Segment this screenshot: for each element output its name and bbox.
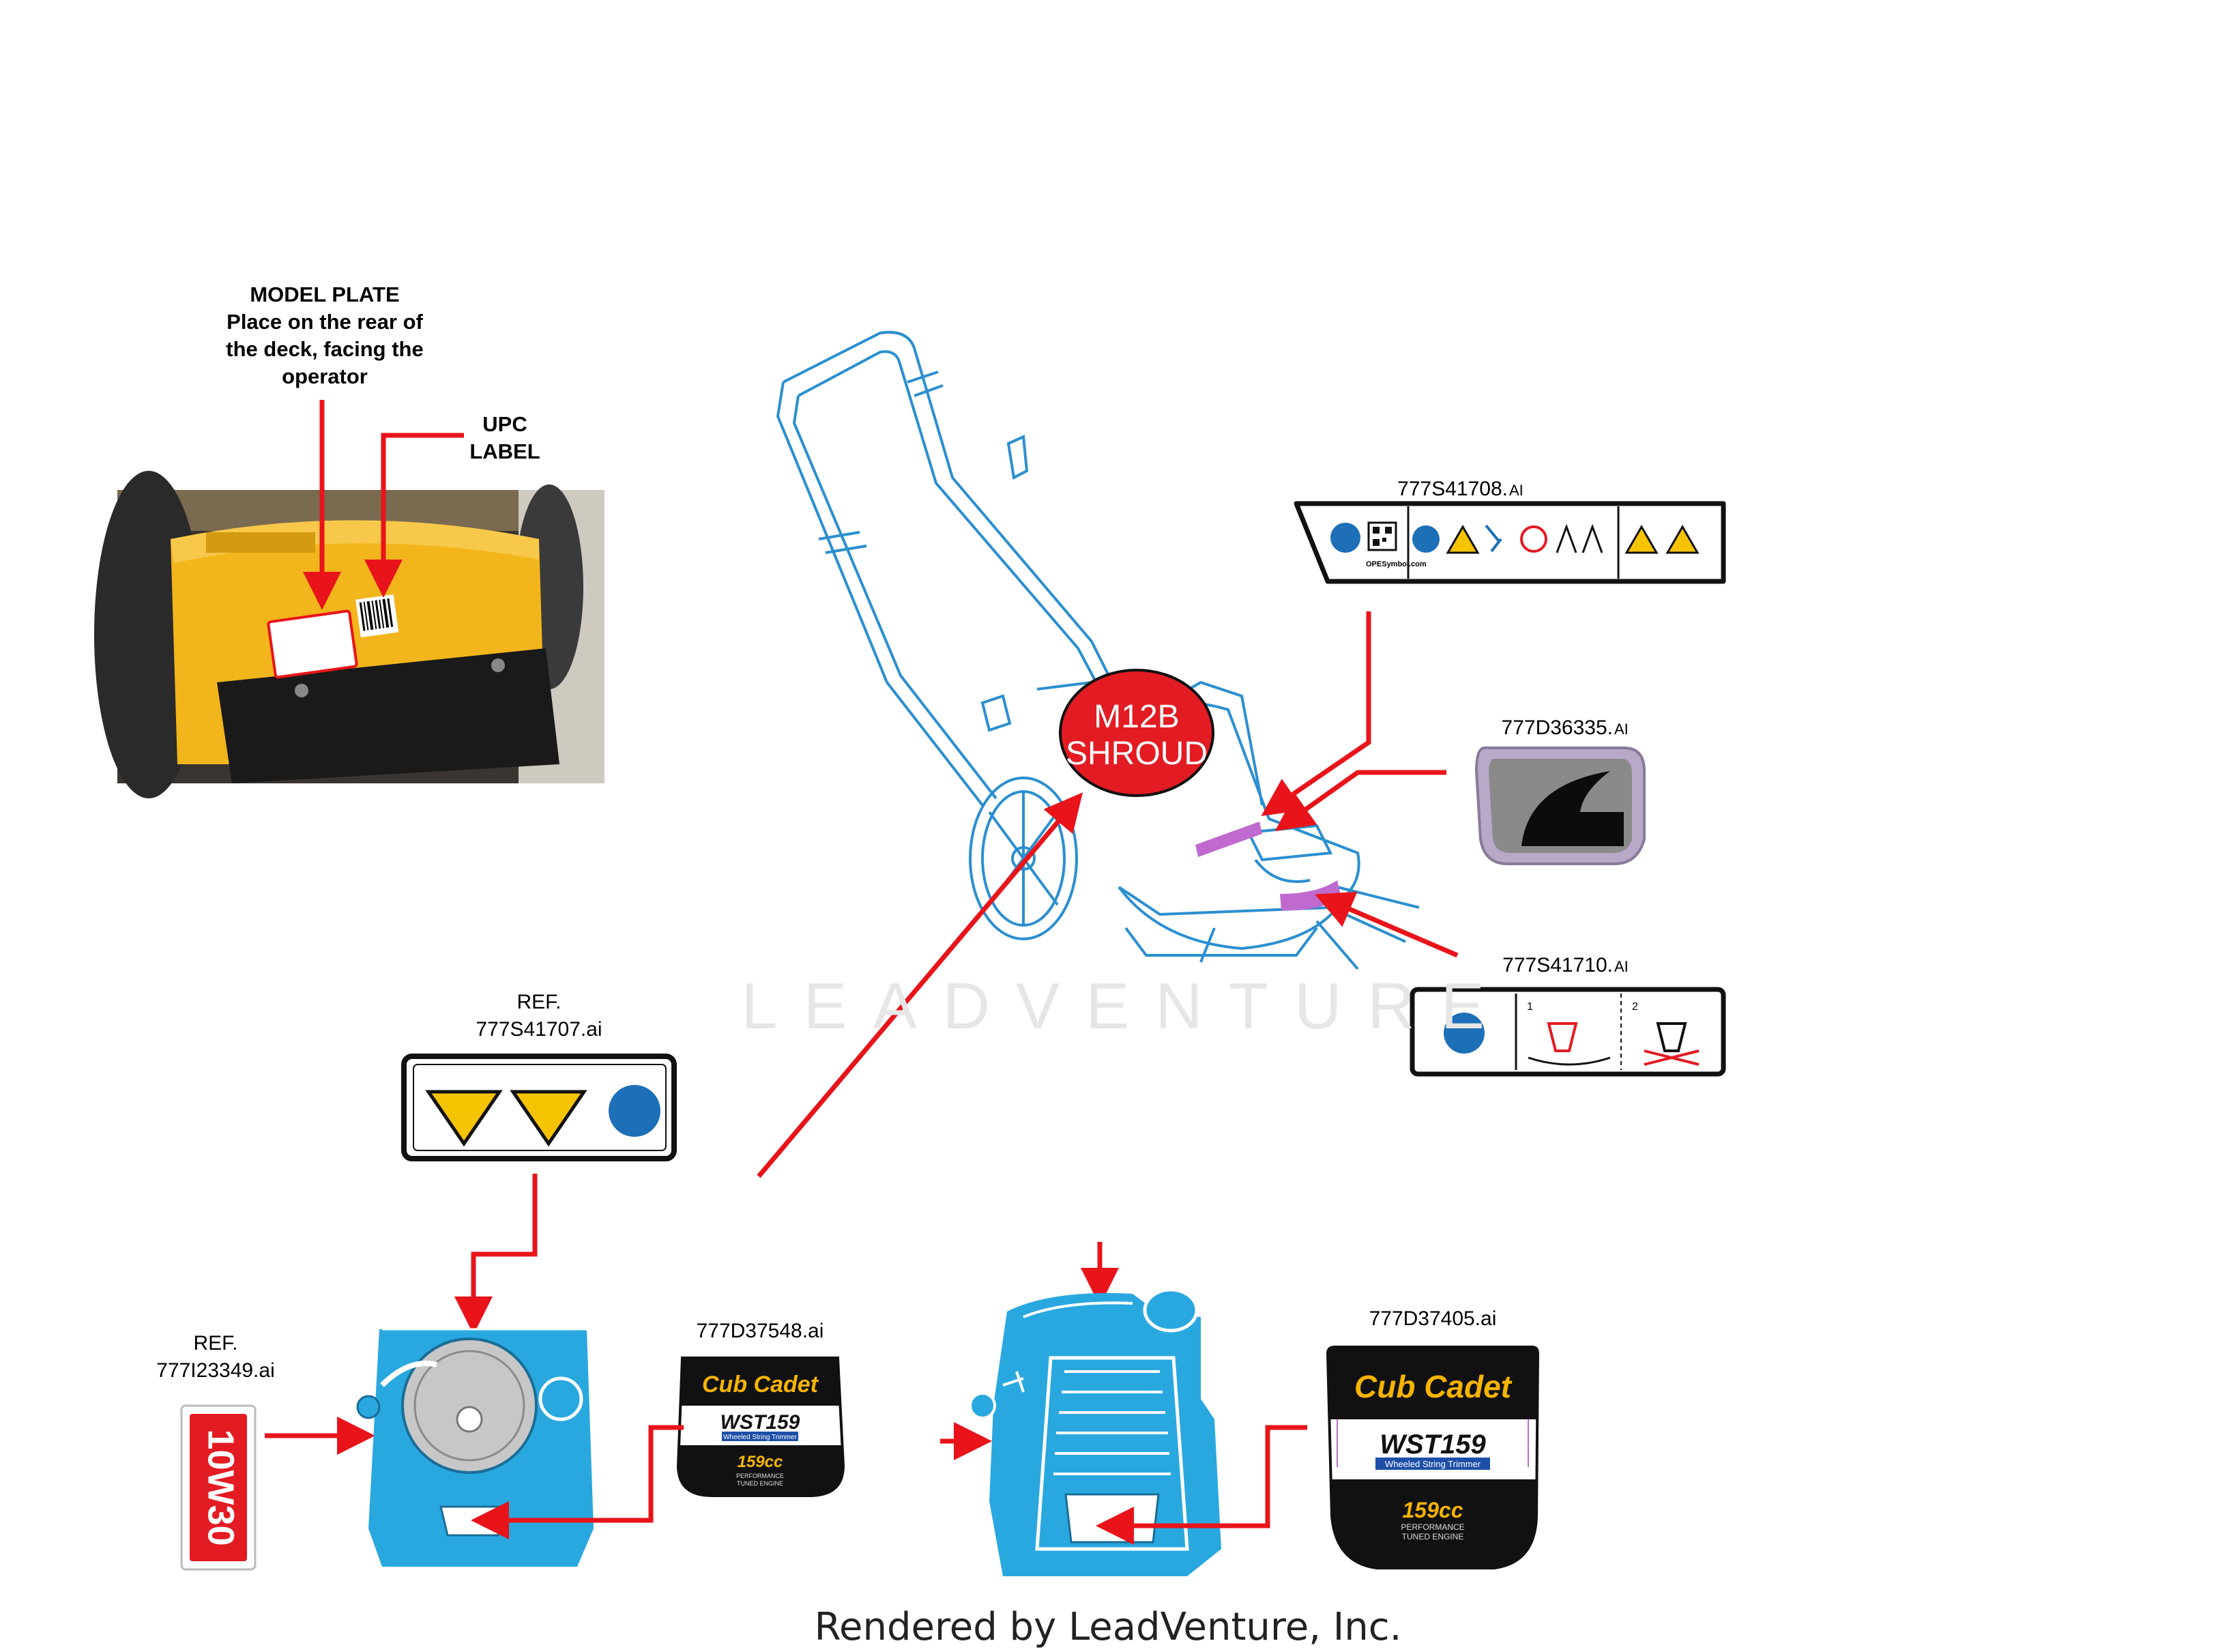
- shroud-text-line2: SHROUD: [1066, 736, 1208, 772]
- ref-777I23349-line2: 777I23349.ai: [156, 1359, 275, 1382]
- arrow-to-shroud: [757, 792, 1083, 1178]
- decal-777D36335: [1474, 747, 1646, 865]
- arrow-777D37548: [471, 1425, 684, 1539]
- arrow-777D36335: [1274, 770, 1446, 832]
- no-bystanders-icon: [1520, 525, 1547, 553]
- step-1-number: 1: [1527, 1001, 1533, 1013]
- distance-icon: [1556, 523, 1603, 553]
- oil-decal-10w30: 10W30: [180, 1404, 257, 1571]
- ref-777S41707-line1: REF.: [516, 991, 561, 1013]
- brand-text-large: Cub Cadet: [1354, 1369, 1513, 1404]
- engine-right: [969, 1288, 1221, 1576]
- model-plate-label-line1: MODEL PLATE: [250, 282, 399, 306]
- trimmer-wheel: [969, 777, 1078, 940]
- part-777D36335-label: 777D36335.: [1502, 716, 1613, 739]
- deck-photo: [94, 471, 604, 798]
- model-plate-sticker: [267, 609, 358, 679]
- eye-protection-icon: [1412, 525, 1440, 553]
- rear-flap: [217, 648, 559, 783]
- manual-icon: [1444, 1013, 1485, 1054]
- model-text-small: WST159: [720, 1411, 800, 1434]
- decal-777D37405: Cub Cadet WST159 Wheeled String Trimmer …: [1326, 1346, 1540, 1569]
- model-sub-text-large: Wheeled String Trimmer: [1385, 1459, 1481, 1469]
- shroud-text-line1: M12B: [1094, 699, 1179, 735]
- upc-label-line2: LABEL: [469, 439, 540, 463]
- watermark: LEADVENTURE: [741, 970, 1511, 1043]
- read-manual-icon: [1330, 523, 1360, 553]
- step-2-number: 2: [1632, 1001, 1638, 1013]
- arrow-777S41707: [454, 1174, 538, 1335]
- purple-side-decal: [1195, 822, 1262, 857]
- decal-777S41710: 1 2: [1410, 987, 1726, 1077]
- left-engine-recoil-screen: [401, 1337, 538, 1474]
- trimmer-purple-decals: [1195, 822, 1341, 911]
- engine-sub1-large: PERFORMANCE: [1401, 1522, 1464, 1532]
- trimmer-outline: [776, 331, 1420, 970]
- part-777S41708-ai-suffix: AI: [1509, 482, 1524, 499]
- engine-text-small: 159cc: [738, 1453, 783, 1471]
- fire-warning-icon: [510, 1090, 587, 1147]
- step-2-icon: [1656, 1022, 1687, 1052]
- ref-777I23349-line1: REF.: [193, 1332, 237, 1354]
- model-plate-label-line2: Place on the rear of: [227, 310, 423, 334]
- model-plate-label-line3: the deck, facing the: [226, 337, 423, 361]
- part-777D36335-ai-suffix: AI: [1614, 721, 1629, 738]
- part-777S41708-label: 777S41708.: [1397, 478, 1508, 500]
- pull-cord-handle: [380, 1361, 437, 1387]
- arrow-777S41710: [1315, 891, 1459, 958]
- engine-sub2-large: TUNED ENGINE: [1402, 1532, 1464, 1541]
- engine-text-large: 159cc: [1403, 1498, 1463, 1522]
- arrow-777S41708: [1261, 611, 1371, 816]
- ref-777S41707-line2: 777S41707.ai: [476, 1018, 602, 1041]
- engine-left: [356, 1328, 594, 1567]
- slope-warning-icon-2: [1665, 525, 1700, 554]
- arrow-777D37405: [1096, 1425, 1307, 1545]
- hot-surface-warning-icon: [425, 1090, 503, 1147]
- slope-warning-icon-1: [1624, 525, 1659, 554]
- decal-777S41708: OPESymbol.com: [1294, 501, 1726, 584]
- upc-barcode: [355, 594, 399, 638]
- model-sub-text-small: Wheeled String Trimmer: [723, 1434, 797, 1441]
- manual-read-icon: [609, 1085, 660, 1137]
- right-engine-decal-area: [1064, 1493, 1160, 1544]
- ope-symbol-text: OPESymbol.com: [1366, 560, 1427, 568]
- cub-cadet-swoosh: [1521, 771, 1624, 846]
- part-777D37405-label: 777D37405.ai: [1369, 1307, 1497, 1330]
- oil-decal-text: 10W30: [201, 1429, 242, 1546]
- brand-text-small: Cub Cadet: [702, 1372, 819, 1397]
- upc-label-line1: UPC: [482, 412, 527, 436]
- part-777D37548-label: 777D37548.ai: [697, 1320, 824, 1342]
- footer-credit: Rendered by LeadVenture, Inc.: [814, 1605, 1402, 1649]
- decal-777S41707: [401, 1054, 677, 1161]
- operator-icon: [1485, 524, 1502, 553]
- engine-sub2-small: TUNED ENGINE: [737, 1480, 783, 1487]
- model-plate-label-line4: operator: [282, 364, 368, 388]
- upc-arrow: [364, 433, 464, 598]
- step-1-icon: [1547, 1022, 1578, 1052]
- model-text-large: WST159: [1380, 1430, 1486, 1460]
- m12b-shroud-callout: M12B SHROUD: [1059, 669, 1214, 797]
- part-777S41710-ai-suffix: AI: [1614, 958, 1629, 975]
- thrown-objects-warning-icon: [1446, 525, 1480, 554]
- part-777S41710-label: 777S41710.: [1502, 954, 1613, 976]
- deck-leader-arrows: [303, 400, 464, 610]
- decal-777D37548: Cub Cadet WST159 Wheeled String Trimmer …: [676, 1357, 845, 1497]
- engine-sub1-small: PERFORMANCE: [736, 1473, 784, 1479]
